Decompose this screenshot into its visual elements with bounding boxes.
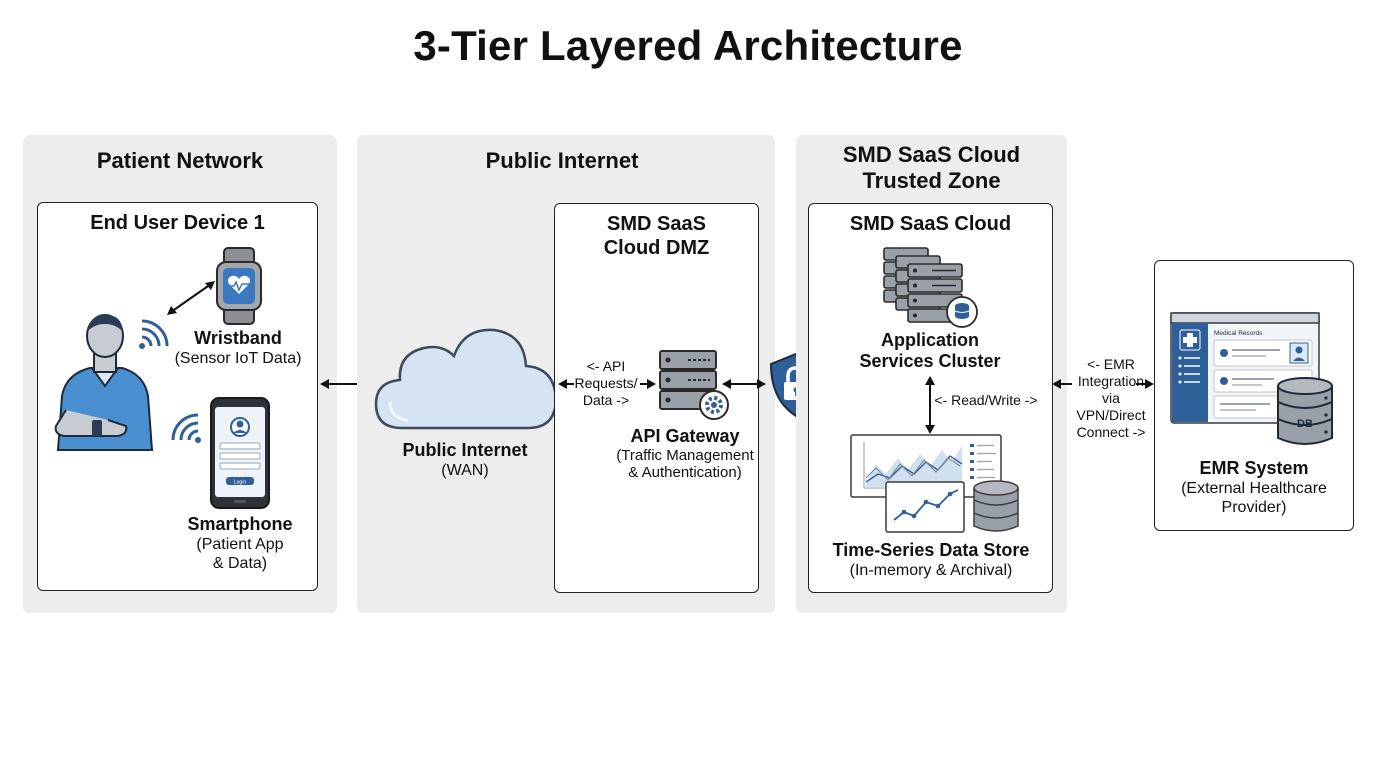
smartphone-label: Smartphone (Patient App & Data) bbox=[170, 514, 310, 573]
medical-records-icon: Medical Records DB bbox=[1170, 312, 1333, 445]
store-name: Time-Series Data Store bbox=[832, 540, 1030, 560]
app-cluster-label: Application Services Cluster bbox=[840, 330, 1020, 372]
cloud-name: Public Internet bbox=[402, 440, 528, 460]
emr-desc-2: Provider) bbox=[1221, 499, 1287, 516]
wireless-signal-icon bbox=[171, 413, 201, 443]
emr-name: EMR System bbox=[1199, 458, 1309, 478]
gateway-shield-arrow bbox=[722, 379, 766, 389]
zone-trusted-title-line-1: SMD SaaS Cloud bbox=[842, 142, 1021, 167]
smartphone-desc-1: (Patient App bbox=[196, 536, 284, 553]
api-arrow-line-2: Requests/ bbox=[574, 375, 638, 391]
dmz-title-line-1: SMD SaaS bbox=[607, 213, 706, 235]
read-write-arrow bbox=[925, 376, 935, 434]
api-requests-label: <- API Requests/ Data -> bbox=[568, 358, 644, 409]
emr-link-arrow bbox=[1052, 379, 1154, 389]
smartphone-name: Smartphone bbox=[187, 514, 293, 534]
emr-integration-label: <- EMR Integration via VPN/Direct Connec… bbox=[1064, 356, 1158, 441]
zone-trusted-title-line-2: Trusted Zone bbox=[862, 168, 1001, 193]
api-arrow-line-1: <- API bbox=[586, 358, 626, 374]
saas-cloud-title: SMD SaaS Cloud bbox=[849, 213, 1012, 235]
zone-trusted-title: SMD SaaS Cloud Trusted Zone bbox=[796, 142, 1067, 194]
db-label: DB bbox=[1297, 418, 1313, 430]
wristband-desc: (Sensor IoT Data) bbox=[174, 350, 302, 367]
api-gateway-label: API Gateway (Traffic Management & Authen… bbox=[610, 426, 760, 481]
page-title: 3-Tier Layered Architecture bbox=[413, 22, 963, 69]
read-write-label: <- Read/Write -> bbox=[934, 392, 1038, 408]
wristband-name: Wristband bbox=[194, 328, 282, 348]
emr-arrow-line-4: VPN/Direct bbox=[1076, 407, 1146, 423]
gateway-desc-2: & Authentication) bbox=[628, 464, 742, 481]
dmz-title: SMD SaaS Cloud DMZ bbox=[554, 212, 759, 260]
phone-login-button: Login bbox=[234, 480, 246, 486]
cloud-icon bbox=[374, 328, 558, 430]
wireless-signal-icon bbox=[139, 319, 169, 349]
emr-arrow-line-5: Connect -> bbox=[1076, 424, 1146, 440]
store-desc: (In-memory & Archival) bbox=[849, 562, 1013, 579]
gateway-desc-1: (Traffic Management bbox=[616, 447, 754, 464]
cloud-gateway-arrow bbox=[558, 379, 656, 389]
api-gateway-icon bbox=[659, 350, 729, 420]
time-series-label: Time-Series Data Store (In-memory & Arch… bbox=[820, 540, 1042, 580]
patient-icon bbox=[54, 314, 154, 451]
dmz-title-line-2: Cloud DMZ bbox=[603, 237, 710, 259]
emr-desc-1: (External Healthcare bbox=[1181, 480, 1327, 497]
smartphone-desc-2: & Data) bbox=[212, 555, 268, 572]
api-arrow-line-3: Data -> bbox=[582, 392, 630, 408]
time-series-store-icon bbox=[850, 434, 1019, 533]
wristband-link-arrow bbox=[167, 281, 215, 315]
cloud-desc: (WAN) bbox=[441, 462, 489, 479]
emr-arrow-line-1: <- EMR bbox=[1087, 356, 1135, 372]
emr-system-label: EMR System (External Healthcare Provider… bbox=[1158, 458, 1350, 517]
zone-patient-network-title: Patient Network bbox=[96, 148, 264, 173]
emr-arrow-line-3: via bbox=[1102, 390, 1120, 406]
end-user-device-title: End User Device 1 bbox=[90, 212, 265, 234]
medical-records-title: Medical Records bbox=[1214, 330, 1263, 337]
zone-public-internet-title: Public Internet bbox=[485, 148, 639, 173]
app-cluster-icon bbox=[883, 247, 978, 328]
gateway-name: API Gateway bbox=[630, 426, 740, 446]
wristband-label: Wristband (Sensor IoT Data) bbox=[168, 328, 308, 368]
wristband-icon bbox=[216, 247, 262, 325]
smartphone-icon: Login bbox=[210, 397, 270, 509]
cluster-name-line-1: Application bbox=[881, 330, 979, 350]
emr-arrow-line-2: Integration bbox=[1077, 373, 1145, 389]
cluster-name-line-2: Services Cluster bbox=[859, 351, 1001, 371]
public-internet-cloud-label: Public Internet (WAN) bbox=[390, 440, 540, 480]
